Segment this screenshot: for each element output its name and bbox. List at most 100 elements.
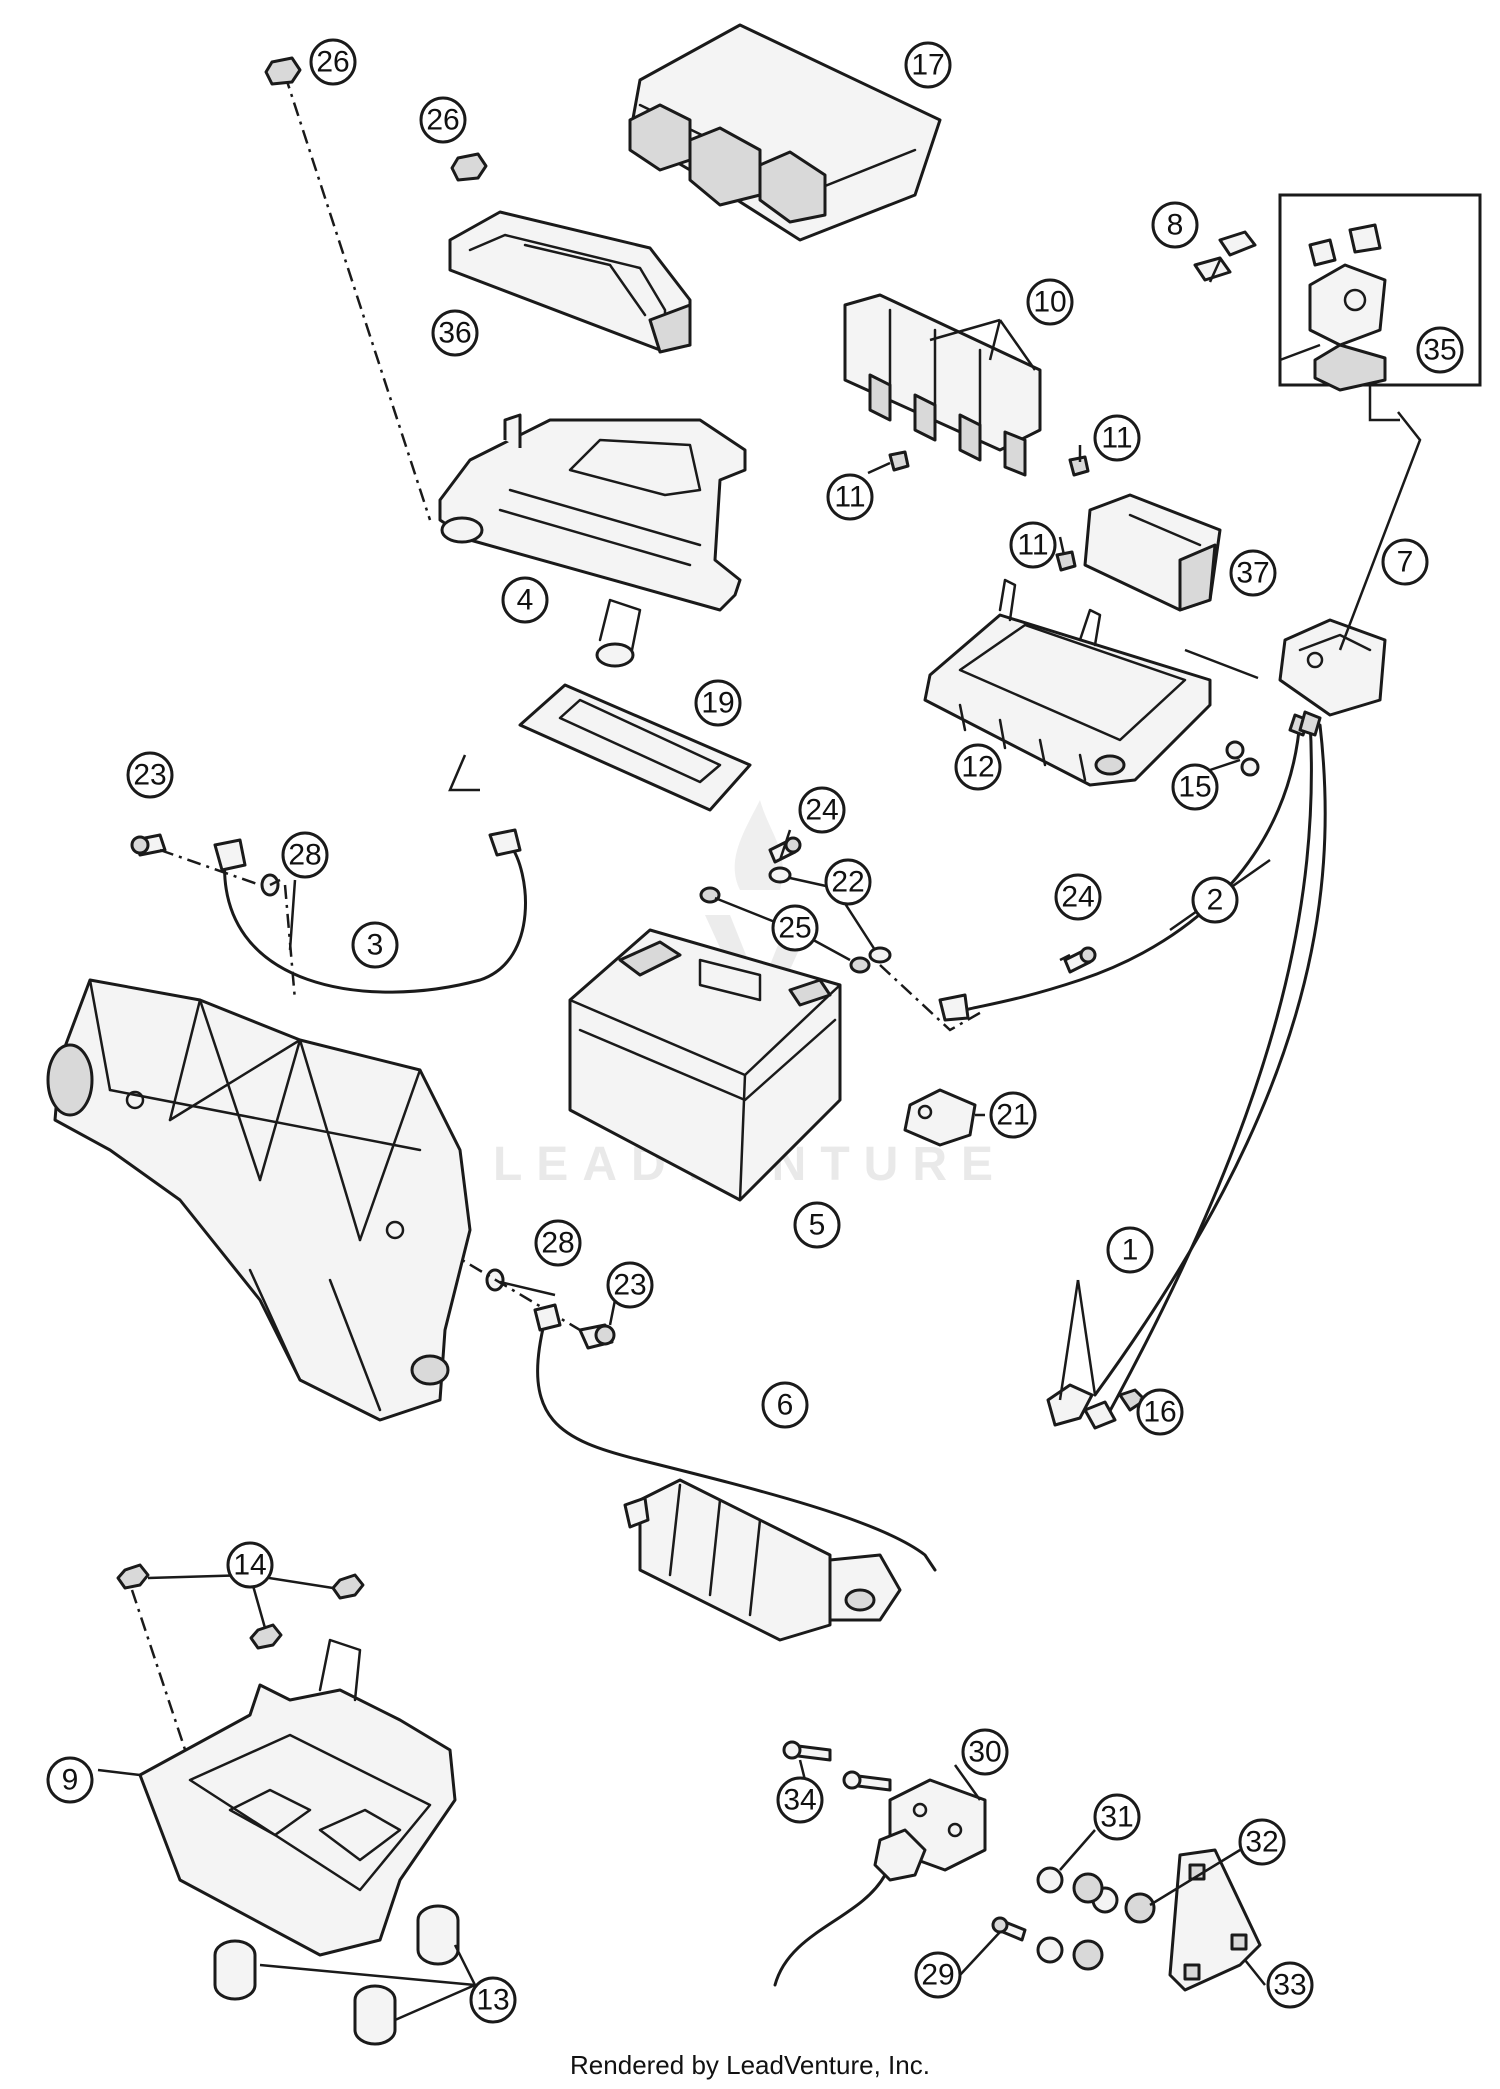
svg-text:30: 30 [968, 1736, 1001, 1769]
callout-17: 17 [904, 41, 952, 89]
callout-3: 3 [351, 921, 399, 969]
frame[interactable] [46, 978, 472, 1422]
svg-text:3: 3 [367, 929, 384, 962]
svg-text:23: 23 [613, 1269, 646, 1302]
fastener-line-26 [283, 74, 432, 521]
svg-text:14: 14 [233, 1549, 266, 1582]
callout-7: 7 [1381, 538, 1429, 586]
callout-34: 34 [776, 1776, 824, 1824]
screw-part-11-a[interactable] [888, 450, 910, 472]
callout-28-a: 28 [281, 831, 329, 879]
svg-text:1: 1 [1122, 1234, 1139, 1267]
svg-text:35: 35 [1423, 334, 1456, 367]
relay-module-part-37[interactable] [1083, 493, 1222, 612]
svg-text:26: 26 [316, 46, 349, 79]
screw-part-11-c[interactable] [1055, 550, 1077, 572]
callout-37: 37 [1229, 549, 1277, 597]
bolt-part-23-b[interactable] [578, 1323, 616, 1350]
callout-26-a: 26 [309, 38, 357, 86]
nut-part-14-c[interactable] [249, 1623, 283, 1650]
svg-text:22: 22 [831, 866, 864, 899]
footer-credit: Rendered by LeadVenture, Inc. [570, 2050, 930, 2080]
screw-part-29[interactable] [991, 1916, 1027, 1942]
svg-text:24: 24 [1061, 881, 1094, 914]
relay-block-part-10[interactable] [843, 293, 1042, 477]
ecu-part-17[interactable] [628, 23, 942, 242]
starter-cable-part-6[interactable] [533, 1303, 937, 1572]
bolt-part-23-a[interactable] [130, 833, 167, 857]
svg-text:11: 11 [1101, 422, 1132, 455]
svg-text:21: 21 [996, 1099, 1029, 1132]
callout-29: 29 [914, 1951, 962, 1999]
cable-part-3[interactable] [213, 828, 527, 994]
callout-33: 33 [1266, 1961, 1314, 2009]
svg-text:19: 19 [701, 687, 734, 720]
callout-31: 31 [1093, 1793, 1141, 1841]
terminal-cover-part-21[interactable] [903, 1088, 977, 1147]
battery-cable-part-2[interactable] [938, 713, 1310, 1022]
callout-19: 19 [694, 679, 742, 727]
callout-11-b: 11 [826, 473, 874, 521]
svg-text:9: 9 [62, 1764, 79, 1797]
screw-part-24-b[interactable] [1063, 946, 1097, 974]
switch-assembly-part-30[interactable] [773, 1778, 987, 1987]
svg-text:28: 28 [288, 839, 321, 872]
svg-text:31: 31 [1100, 1801, 1133, 1834]
knob-part-32[interactable] [1072, 1872, 1156, 1971]
svg-text:32: 32 [1245, 1826, 1278, 1859]
rubber-buffer-part-13-c[interactable] [353, 1984, 397, 2046]
svg-text:6: 6 [777, 1389, 794, 1422]
nut-part-14-a[interactable] [116, 1563, 150, 1590]
callout-26-b: 26 [419, 96, 467, 144]
svg-text:13: 13 [476, 1984, 509, 2017]
callout-9: 9 [46, 1756, 94, 1804]
rubber-buffer-part-13-b[interactable] [416, 1904, 460, 1966]
fastener-line-22 [879, 964, 986, 1032]
callout-36: 36 [431, 309, 479, 357]
nut-part-25[interactable] [699, 886, 871, 974]
ecu-cover-part-36[interactable] [448, 210, 692, 354]
plate-part-33[interactable] [1168, 1848, 1262, 1992]
callout-23-b: 23 [606, 1261, 654, 1309]
svg-text:25: 25 [778, 912, 811, 945]
nut-part-14-b[interactable] [331, 1573, 365, 1600]
callout-8: 8 [1151, 201, 1199, 249]
battery-tray-part-9[interactable] [138, 1638, 457, 1957]
callout-23-a: 23 [126, 751, 174, 799]
fastener-line-23 [159, 848, 261, 887]
bracket-plate-part-4[interactable] [438, 413, 747, 668]
svg-text:10: 10 [1033, 286, 1066, 319]
svg-text:26: 26 [426, 104, 459, 137]
pad-part-19[interactable] [518, 683, 752, 812]
starter-relay-part-7[interactable] [1278, 618, 1387, 717]
callout-14: 14 [226, 1541, 274, 1589]
svg-text:5: 5 [809, 1209, 826, 1242]
washer-part-22[interactable] [768, 866, 892, 964]
svg-text:12: 12 [961, 751, 994, 784]
svg-text:29: 29 [921, 1959, 954, 1992]
svg-text:15: 15 [1178, 771, 1211, 804]
kit-box-part-35[interactable] [1278, 193, 1482, 392]
starter-motor[interactable] [623, 1478, 902, 1642]
svg-text:23: 23 [133, 759, 166, 792]
svg-text:16: 16 [1143, 1396, 1176, 1429]
svg-text:7: 7 [1397, 546, 1414, 579]
rubber-buffer-part-13-a[interactable] [213, 1939, 257, 2001]
callout-21: 21 [989, 1091, 1037, 1139]
callout-4: 4 [501, 576, 549, 624]
screw-part-15[interactable] [1225, 740, 1260, 777]
nut-part-26-b[interactable] [450, 152, 488, 182]
callout-13: 13 [469, 1976, 517, 2024]
nut-part-26-a[interactable] [264, 56, 302, 86]
callout-32: 32 [1238, 1818, 1286, 1866]
callout-24-a: 24 [798, 786, 846, 834]
callout-30: 30 [961, 1728, 1009, 1776]
fastener-line-28 [283, 884, 297, 1001]
svg-text:24: 24 [805, 794, 838, 827]
cable-part-1[interactable] [1046, 710, 1327, 1430]
fuse-part-8[interactable] [1193, 230, 1257, 282]
holder-tray-part-12[interactable] [923, 578, 1212, 787]
battery-part-5[interactable] [568, 928, 842, 1202]
bolt-part-34[interactable] [782, 1740, 892, 1792]
